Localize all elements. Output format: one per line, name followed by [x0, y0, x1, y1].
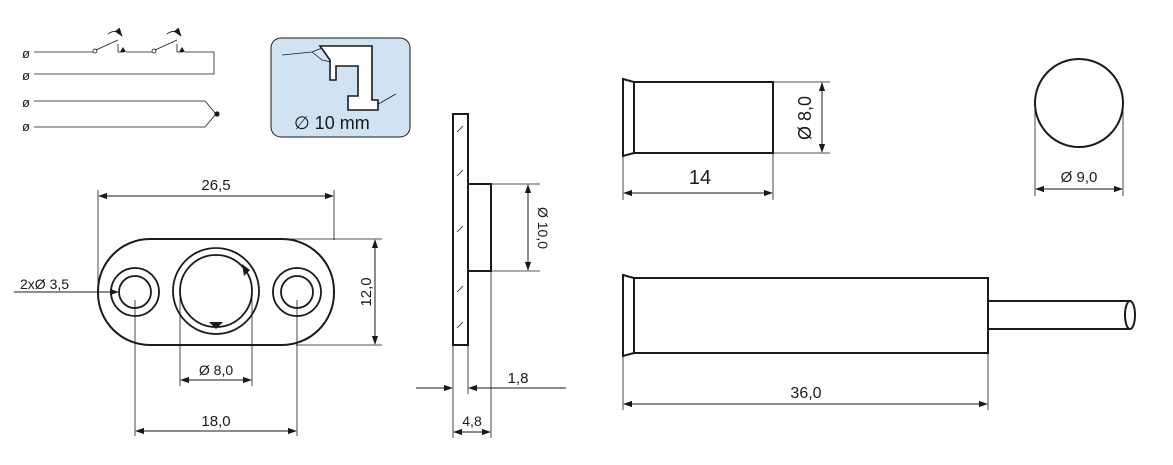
actuator-head [622, 273, 635, 358]
wire-2 [34, 100, 217, 128]
switch-contact-mark [179, 47, 185, 52]
short-length-label: 14 [689, 167, 711, 189]
center-bore-outer [172, 247, 260, 335]
hole-diameter-label: 2xØ 3,5 [20, 276, 69, 292]
terminal-symbol-4: ø [22, 119, 30, 134]
long-length-label: 36,0 [790, 385, 821, 402]
overall-length-label: 26,5 [201, 177, 230, 194]
insert-lead [377, 93, 397, 105]
height-label: 12,0 [358, 277, 375, 306]
terminal-symbol-2: ø [22, 68, 30, 83]
hatch-mark [456, 125, 464, 133]
switch-action-arrow [107, 27, 123, 37]
actuator-head-circle [1034, 58, 1124, 148]
flange-thickness-label: 1,8 [508, 370, 529, 387]
total-thickness-label: 4,8 [462, 413, 482, 429]
terminal-symbol-3: ø [22, 95, 30, 110]
plate-side-view: Ø 10,0 1,8 4,8 [416, 113, 566, 438]
insert-housing [318, 45, 379, 111]
hole-spacing-label: 18,0 [201, 413, 230, 430]
junction-dot [214, 111, 220, 117]
hatch-mark [456, 321, 464, 329]
switch-contact [92, 48, 98, 54]
insert-size-label: ∅ 10 mm [294, 113, 370, 133]
switch-blade [154, 39, 178, 51]
actuator-body [633, 277, 989, 354]
actuator-rod-end [1124, 300, 1136, 330]
bore-notch [242, 264, 250, 276]
actuator-head [622, 77, 635, 158]
short-actuator: Ø 8,0 14 [622, 77, 830, 200]
plate-front-view: 26,5 12,0 2xØ 3,5 Ø 8,0 18,0 [14, 177, 382, 436]
actuator-rod [988, 300, 1130, 330]
hatch-mark [456, 225, 464, 233]
actuator-body [633, 81, 774, 154]
boss-diameter-label: Ø 10,0 [535, 207, 551, 249]
terminal-symbol-1: ø [22, 46, 30, 61]
insert-box [270, 37, 411, 138]
switch-action-arrow [166, 27, 182, 37]
bore-notch [209, 322, 223, 329]
head-diameter-label: Ø 9,0 [1061, 169, 1098, 186]
hatch-mark [456, 169, 464, 177]
wire-loop [34, 51, 215, 75]
switch-blade [95, 39, 119, 51]
wiring-schematic: ø ø ø ø [22, 27, 220, 134]
hatch-mark [456, 285, 464, 293]
insert-illustration: ∅ 10 mm [270, 37, 411, 138]
actuator-end-view: Ø 9,0 [1034, 58, 1124, 196]
short-diameter-label: Ø 8,0 [795, 96, 815, 140]
flange-section [452, 113, 469, 346]
boss-section [467, 183, 492, 272]
center-diameter-label: Ø 8,0 [199, 362, 233, 378]
switch-contact [151, 48, 157, 54]
long-actuator: 36,0 [622, 273, 1136, 410]
switch-contact-mark [120, 47, 126, 52]
